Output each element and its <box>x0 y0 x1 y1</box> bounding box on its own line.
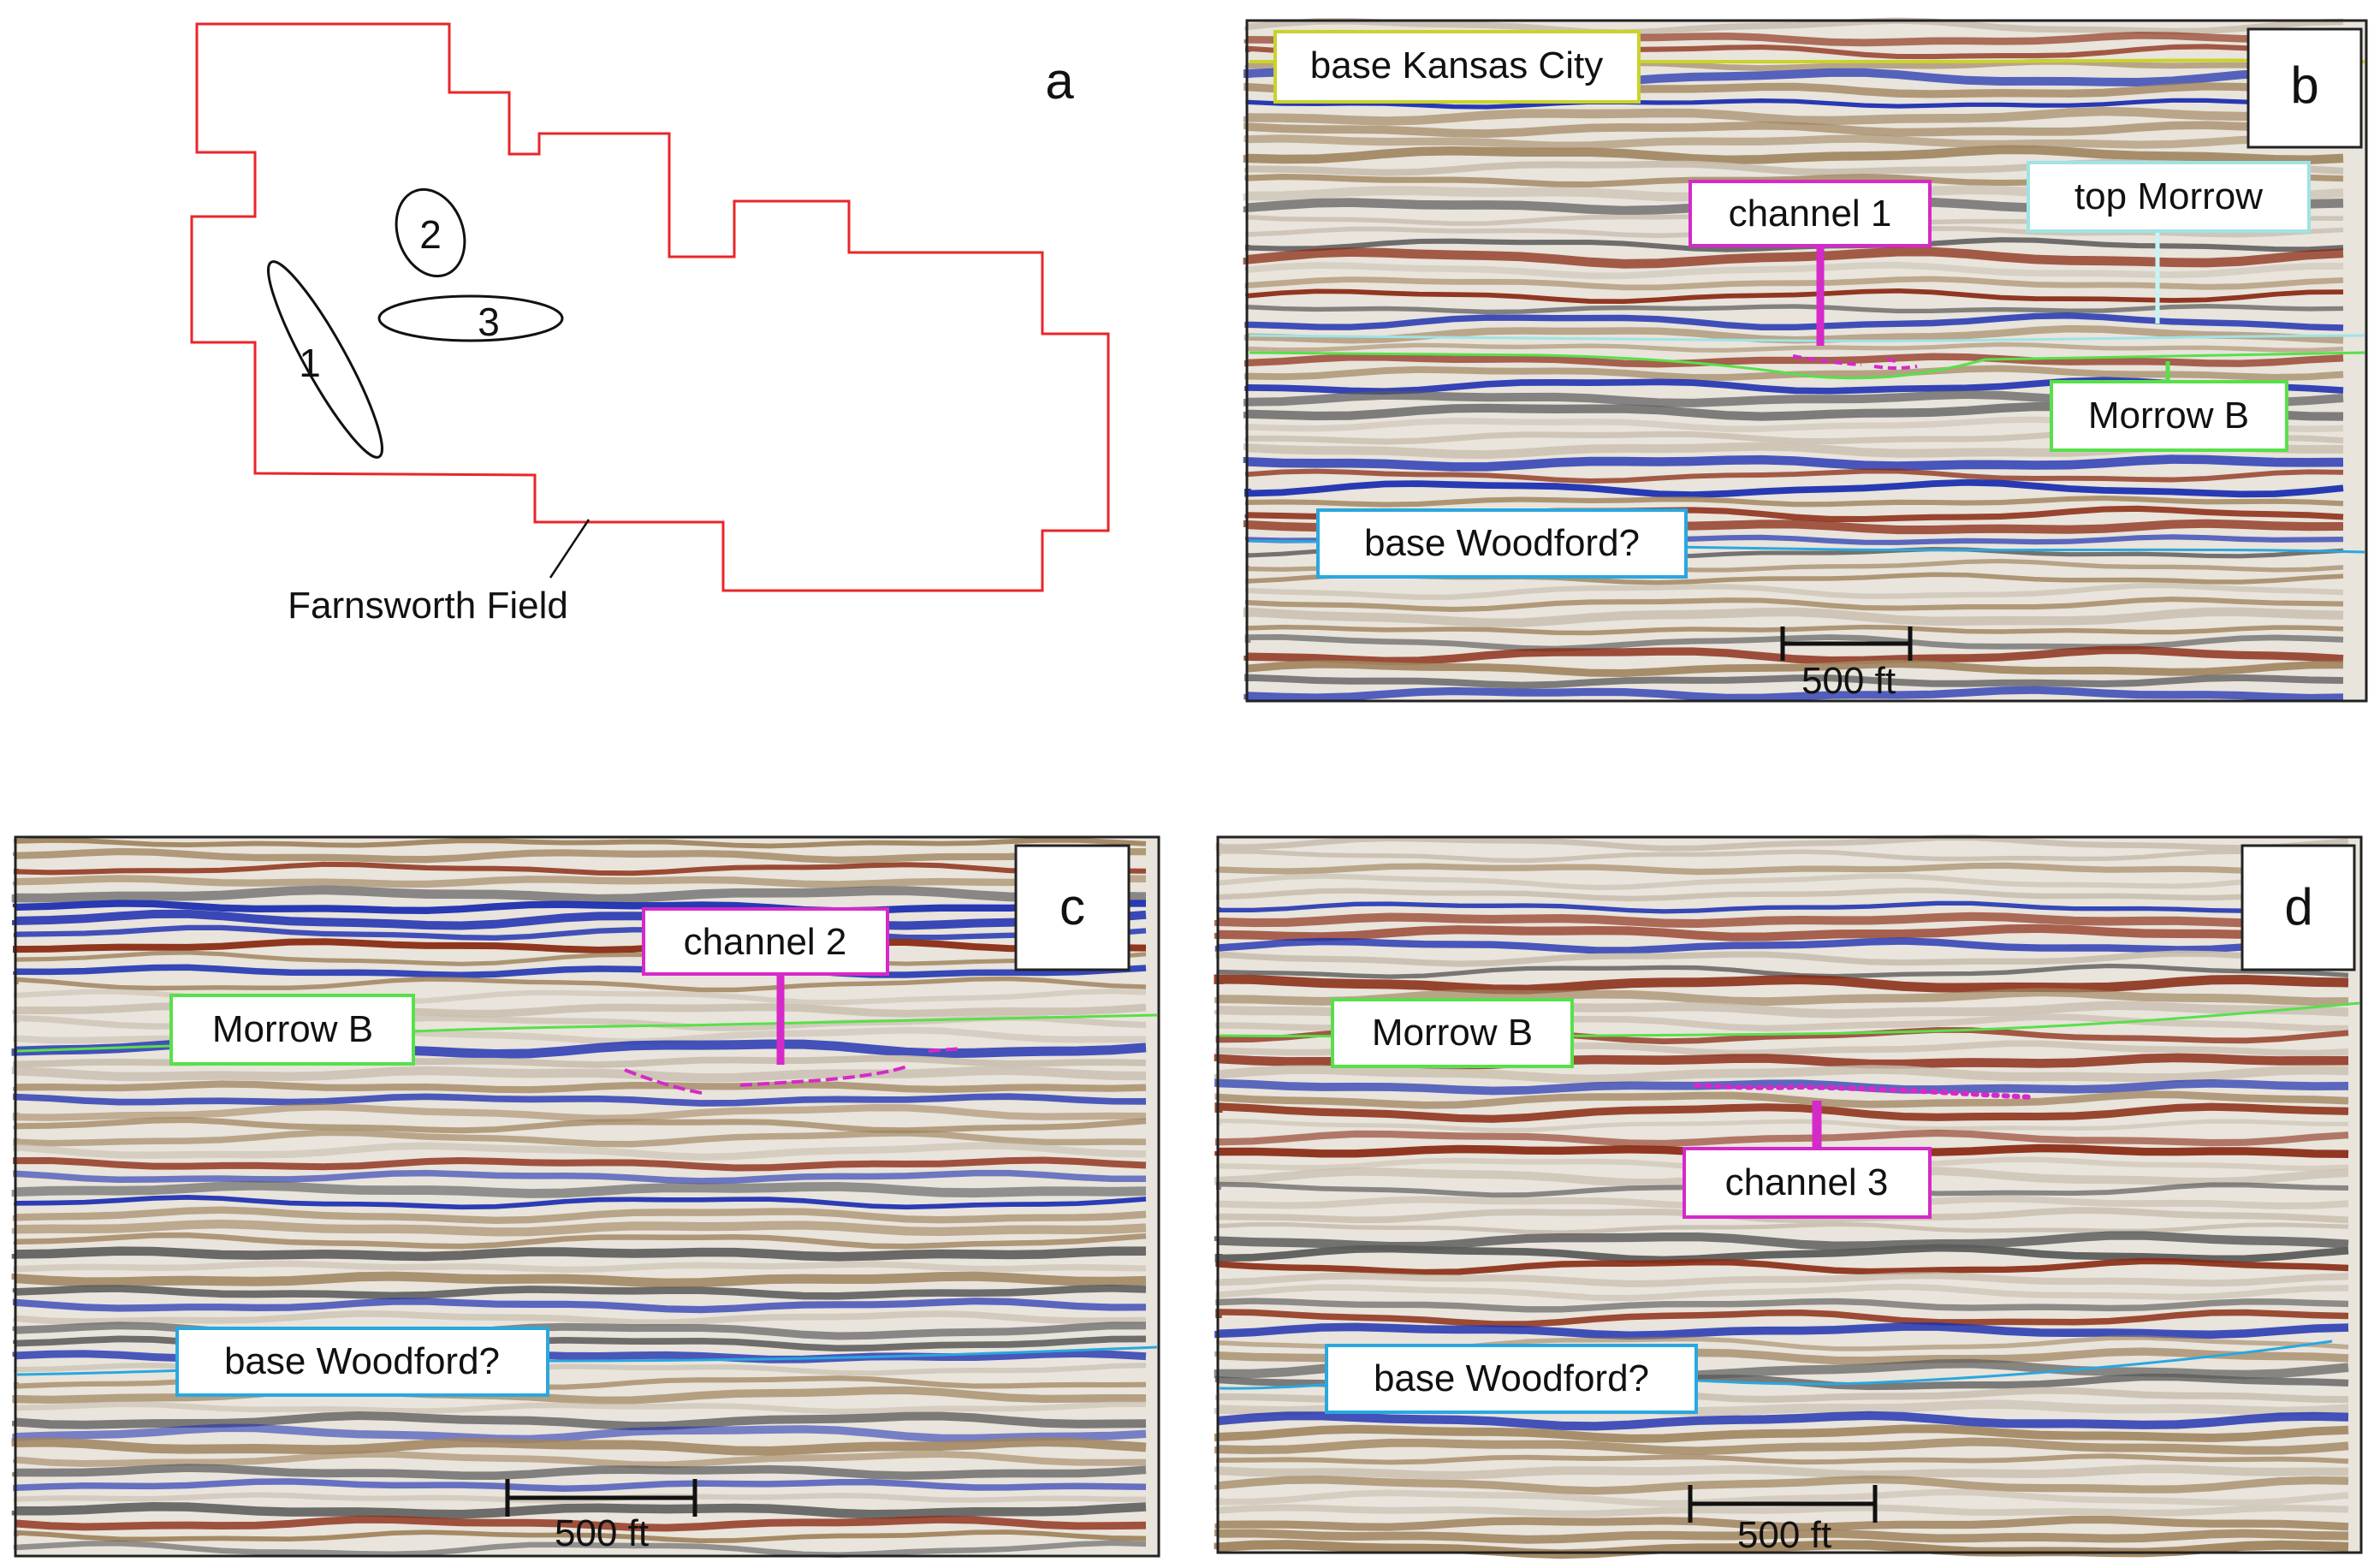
label-base-woodford: base Woodford? <box>175 1327 549 1397</box>
svg-text:channel 1: channel 1 <box>1729 193 1892 235</box>
farnsworth-field-outline <box>190 22 1110 592</box>
label-morrow-b: Morrow B <box>169 994 415 1066</box>
svg-text:base Woodford?: base Woodford? <box>1374 1357 1649 1399</box>
svg-text:channel 3: channel 3 <box>1725 1161 1889 1203</box>
svg-text:base Woodford?: base Woodford? <box>1364 522 1640 564</box>
svg-text:Morrow B: Morrow B <box>1372 1012 1533 1054</box>
ellipse-label-3: 3 <box>478 300 500 344</box>
svg-text:c: c <box>1059 878 1085 935</box>
morrow-b-horizon <box>1249 351 2365 380</box>
label-morrow-b: Morrow B <box>1331 998 1574 1068</box>
channel-2-trace <box>624 1047 964 1096</box>
svg-text:base Woodford?: base Woodford? <box>224 1340 500 1382</box>
scale-bar: 500 ft <box>1780 627 1913 702</box>
field-leader-line <box>549 519 591 579</box>
scale-bar: 500 ft <box>505 1479 697 1554</box>
label-channel-2: channel 2 <box>642 907 889 976</box>
svg-text:500 ft: 500 ft <box>1737 1514 1831 1556</box>
label-morrow-b: Morrow B <box>2050 380 2288 452</box>
panel-a-letter: a <box>1045 52 1074 110</box>
svg-text:channel 2: channel 2 <box>684 921 847 963</box>
svg-text:d: d <box>2284 878 2312 935</box>
channel-3-trace <box>1694 1083 2035 1100</box>
panel-c: Morrow B channel 2 base Woodford? c 500 … <box>11 835 1160 1559</box>
label-base-kansas-city: base Kansas City <box>1273 30 1641 104</box>
top-morrow-horizon <box>1249 334 2365 342</box>
channel-3-ellipse <box>377 294 564 342</box>
scale-bar: 500 ft <box>1688 1485 1878 1556</box>
label-top-morrow: top Morrow <box>2027 161 2311 233</box>
panel-b-letter-box: b <box>2246 27 2363 149</box>
panel-b: base Kansas City channel 1 top Morrow Mo… <box>1243 17 2368 703</box>
panel-d-letter-box: d <box>2241 844 2356 971</box>
ellipse-label-1: 1 <box>299 341 321 385</box>
channel-1-trace <box>1792 354 1918 370</box>
svg-text:Morrow B: Morrow B <box>2088 395 2249 437</box>
ellipse-label-2: 2 <box>419 212 442 257</box>
svg-text:500 ft: 500 ft <box>1801 660 1896 702</box>
panel-d: Morrow B channel 3 base Woodford? d 500 … <box>1214 834 2363 1559</box>
panel-c-letter-box: c <box>1014 844 1131 971</box>
label-base-woodford: base Woodford? <box>1316 508 1688 579</box>
svg-text:top Morrow: top Morrow <box>2074 175 2263 217</box>
panel-c-seismic-image <box>11 837 1158 1559</box>
channel-1-ellipse <box>267 260 383 459</box>
svg-text:b: b <box>2290 56 2318 114</box>
svg-text:500 ft: 500 ft <box>555 1512 649 1554</box>
label-channel-1: channel 1 <box>1689 180 1932 247</box>
field-label: Farnsworth Field <box>288 585 568 627</box>
channel-2-ellipse <box>395 187 466 278</box>
svg-text:Morrow B: Morrow B <box>212 1008 373 1050</box>
label-channel-3: channel 3 <box>1683 1147 1932 1219</box>
label-base-woodford: base Woodford? <box>1325 1344 1698 1414</box>
svg-text:base Kansas City: base Kansas City <box>1310 45 1603 86</box>
panel-b-seismic-image <box>1243 17 2365 703</box>
panel-a-map: 1 2 3 Farnsworth Field a <box>190 22 1110 627</box>
